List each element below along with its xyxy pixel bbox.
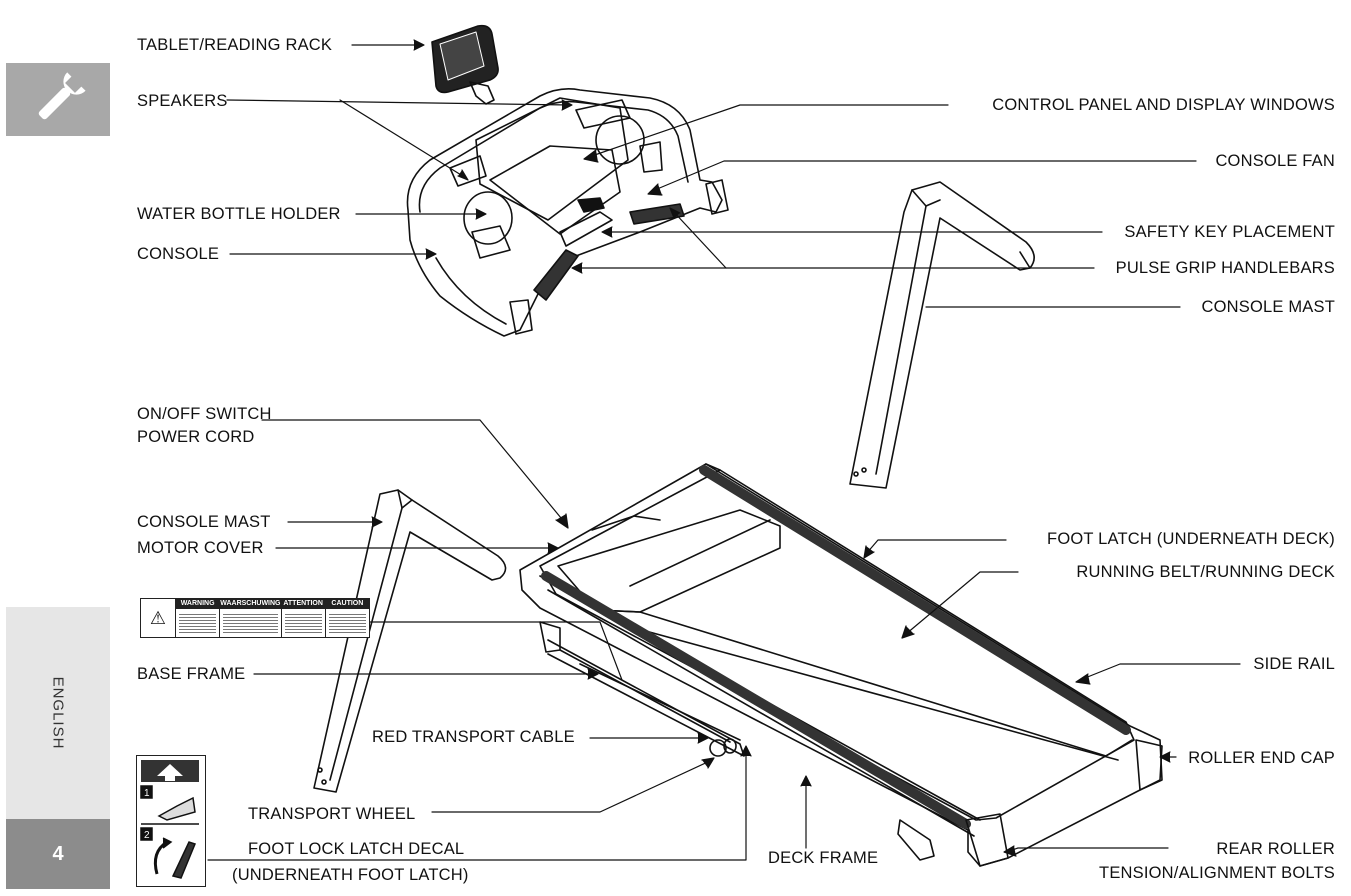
label-console-fan: CONSOLE FAN — [1215, 152, 1335, 170]
label-foot-latch: FOOT LATCH (UNDERNEATH DECK) — [1047, 530, 1335, 548]
label-transport-wheel: TRANSPORT WHEEL — [248, 805, 416, 823]
label-deck-frame: DECK FRAME — [768, 849, 879, 867]
label-console-mast-right: CONSOLE MAST — [1201, 298, 1335, 316]
foot-lock-decal: 1 2 — [136, 755, 206, 887]
label-speakers: SPEAKERS — [137, 92, 228, 110]
label-foot-lock-decal: FOOT LOCK LATCH DECAL — [248, 840, 465, 858]
tablet-rack-drawing — [431, 24, 499, 105]
label-rear-roller: REAR ROLLER — [1216, 840, 1335, 858]
label-power-cord: POWER CORD — [137, 428, 255, 446]
svg-text:2: 2 — [144, 830, 150, 841]
label-base-frame: BASE FRAME — [137, 665, 246, 683]
label-onoff-switch: ON/OFF SWITCH — [137, 405, 272, 423]
leader-lines — [207, 39, 1241, 861]
language-tab: ENGLISH — [6, 607, 110, 819]
warning-triangle-icon: ⚠ — [141, 599, 176, 637]
label-console: CONSOLE — [137, 245, 220, 263]
label-tension-alignment-bolts: TENSION/ALIGNMENT BOLTS — [1099, 864, 1335, 882]
attention-header: ATTENTION — [281, 599, 325, 609]
label-running-belt: RUNNING BELT/RUNNING DECK — [1076, 563, 1335, 581]
arrow-up-icon — [157, 764, 183, 781]
label-console-mast-left: CONSOLE MAST — [137, 513, 271, 531]
warning-header: WARNING — [176, 599, 220, 609]
left-console-mast-drawing — [313, 489, 507, 793]
label-roller-end-cap: ROLLER END CAP — [1188, 749, 1335, 767]
label-red-transport-cable: RED TRANSPORT CABLE — [372, 728, 575, 746]
deck-drawing — [519, 463, 1163, 867]
waarschuwing-header: WAARSCHUWING — [220, 599, 281, 609]
label-control-panel: CONTROL PANEL AND DISPLAY WINDOWS — [992, 96, 1335, 114]
label-underneath-foot-latch: (UNDERNEATH FOOT LATCH) — [232, 866, 469, 884]
label-side-rail: SIDE RAIL — [1253, 655, 1335, 673]
label-safety-key: SAFETY KEY PLACEMENT — [1124, 223, 1335, 241]
label-water-bottle-holder: WATER BOTTLE HOLDER — [137, 205, 341, 223]
svg-text:1: 1 — [144, 788, 150, 799]
warning-label-decal: ⚠ WARNING WAARSCHUWING ATTENTION CAUTION — [140, 598, 370, 638]
tools-tab — [6, 63, 110, 136]
console-drawing — [406, 88, 729, 337]
caution-header: CAUTION — [325, 599, 369, 609]
label-motor-cover: MOTOR COVER — [137, 539, 264, 557]
label-pulse-grip: PULSE GRIP HANDLEBARS — [1115, 259, 1335, 277]
right-console-mast-drawing — [849, 181, 1035, 489]
label-tablet-rack: TABLET/READING RACK — [137, 36, 333, 54]
page-number: 4 — [6, 819, 110, 889]
wrench-icon — [38, 72, 86, 120]
